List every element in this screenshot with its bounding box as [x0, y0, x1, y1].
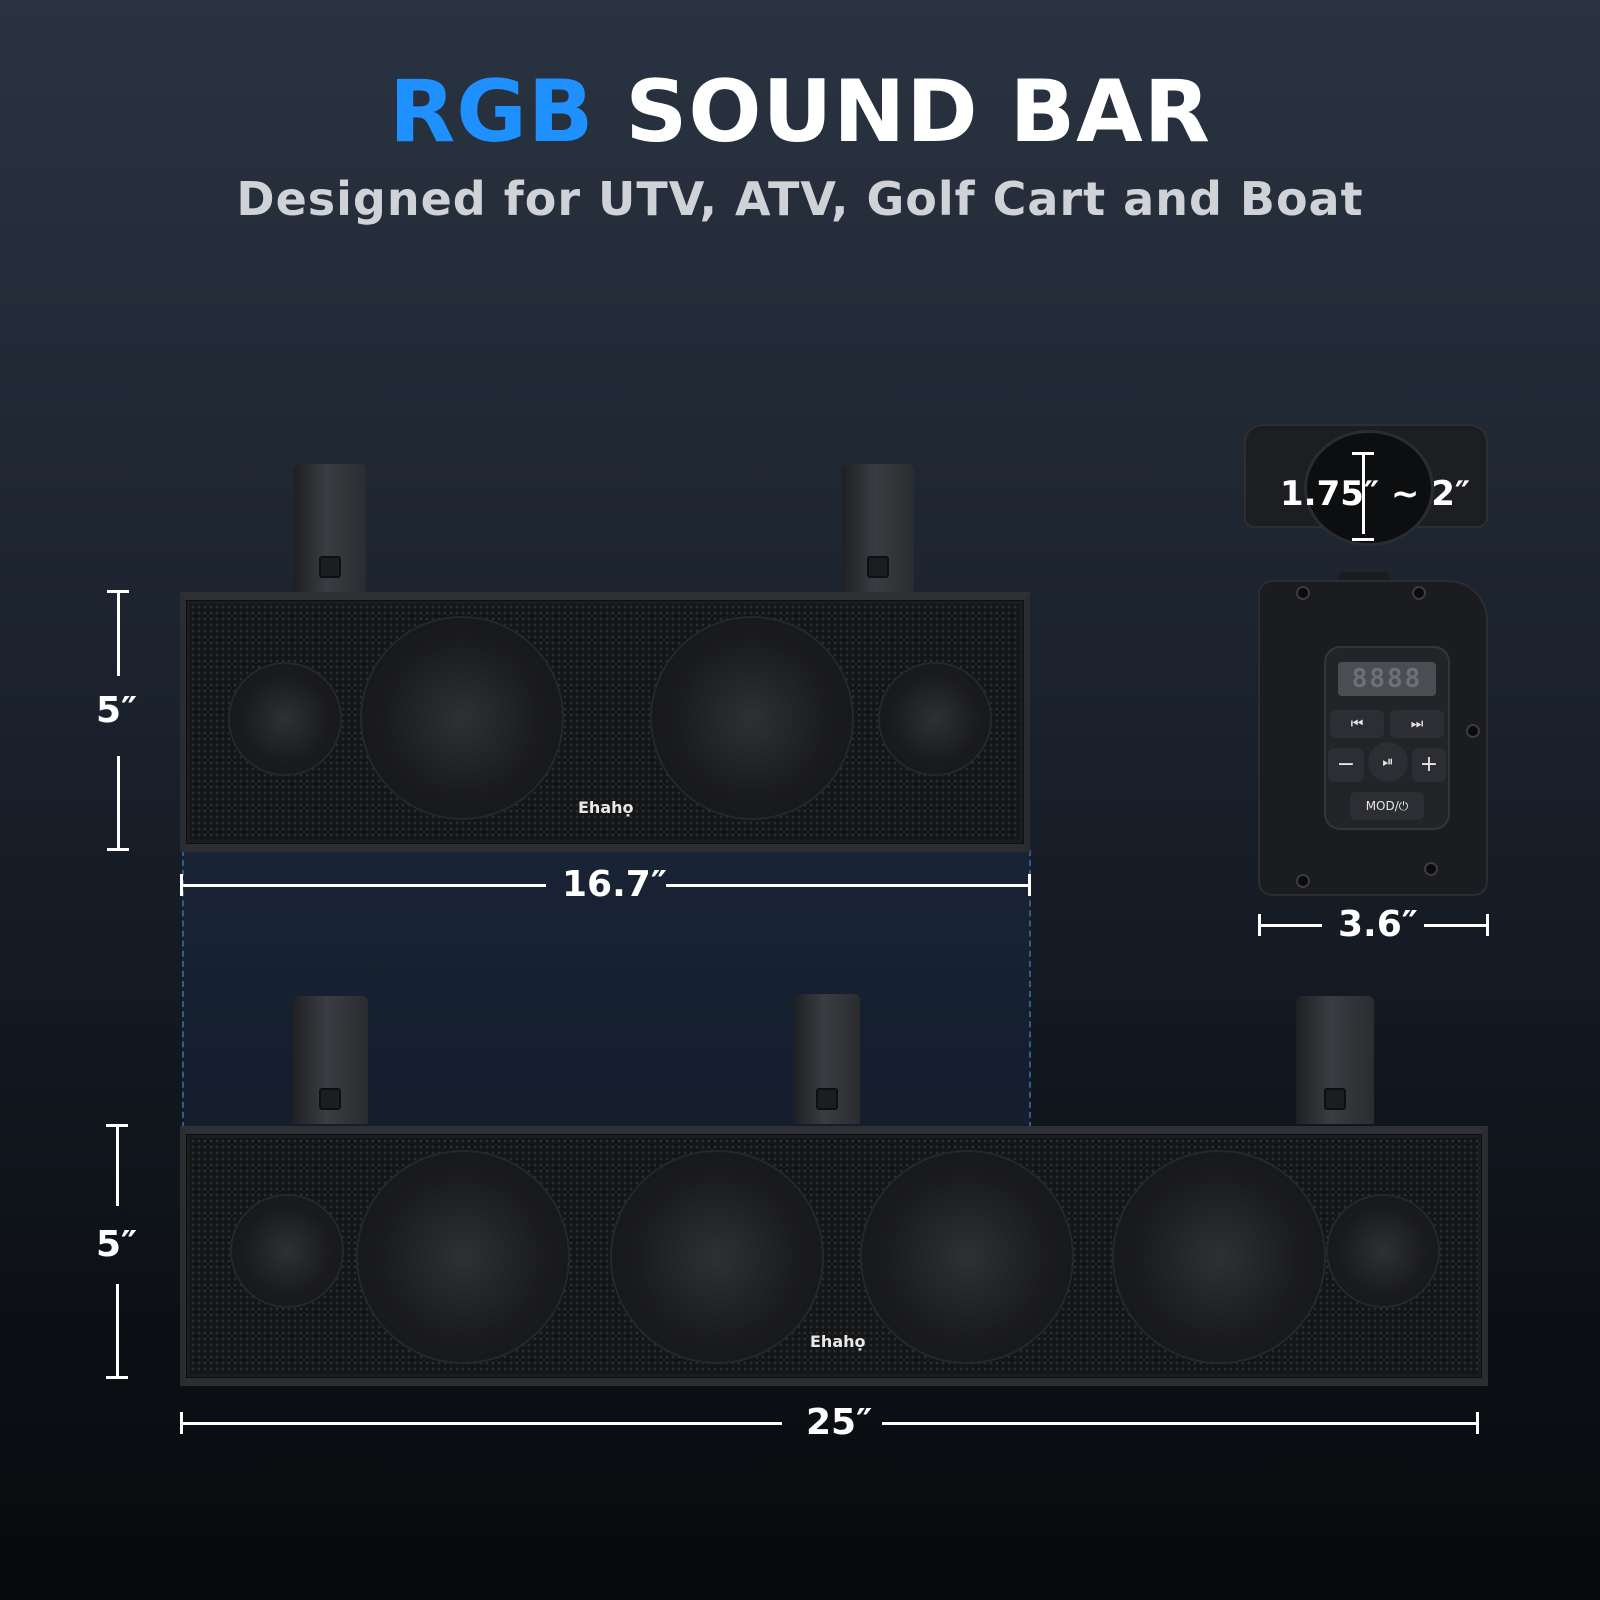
- remote-width-label: 3.6″: [1338, 904, 1418, 945]
- play-pause-button[interactable]: ⏯: [1368, 742, 1408, 782]
- speaker-grille: Ehahọ: [190, 604, 1020, 840]
- woofer: [610, 1150, 824, 1364]
- mount-clamp: [794, 994, 860, 1124]
- remote-clamp: [1244, 424, 1488, 546]
- dim-line: [182, 884, 546, 887]
- dim-line: [182, 1422, 782, 1425]
- dim-line: [666, 884, 1028, 887]
- dim-cap: [106, 1376, 128, 1379]
- mount-clamp: [294, 464, 366, 592]
- tweeter: [1326, 1194, 1440, 1308]
- woofer: [1112, 1150, 1326, 1364]
- tweeter: [230, 1194, 344, 1308]
- dim-cap: [1352, 538, 1374, 541]
- mount-clamp: [292, 996, 368, 1124]
- dim-line: [117, 756, 120, 848]
- dim-cap: [1258, 914, 1261, 936]
- small-sound-bar: Ehahọ: [180, 592, 1030, 852]
- volume-down-button[interactable]: −: [1328, 748, 1364, 782]
- woofer: [650, 616, 854, 820]
- mode-power-button[interactable]: MOD/⏻: [1350, 792, 1424, 820]
- large-bar-width-label: 25″: [806, 1402, 873, 1443]
- clamp-size-label: 1.75″ ~ 2″: [1280, 474, 1471, 514]
- large-sound-bar: Ehahọ: [180, 1126, 1488, 1386]
- tweeter: [228, 662, 342, 776]
- woofer: [360, 616, 564, 820]
- dim-line: [1424, 924, 1486, 927]
- page-subtitle: Designed for UTV, ATV, Golf Cart and Boa…: [236, 172, 1364, 226]
- dim-line: [116, 1284, 119, 1376]
- next-button[interactable]: ⏭: [1390, 710, 1444, 738]
- mount-clamp: [842, 464, 914, 592]
- clamp-ring: [1304, 430, 1434, 546]
- tweeter: [878, 662, 992, 776]
- volume-up-button[interactable]: +: [1412, 748, 1446, 782]
- dim-line: [1362, 454, 1365, 534]
- dim-cap: [180, 1412, 183, 1434]
- page-title: RGB SOUND BAR: [0, 62, 1600, 162]
- small-bar-width-label: 16.7″: [562, 864, 667, 905]
- prev-button[interactable]: ⏮: [1330, 710, 1384, 738]
- woofer: [356, 1150, 570, 1364]
- guide-line-left: [182, 850, 184, 1128]
- remote-keypad: 8888 ⏮ ⏭ − ⏯ + MOD/⏻: [1324, 646, 1450, 830]
- dim-cap: [1028, 874, 1031, 896]
- woofer: [860, 1150, 1074, 1364]
- guide-line-right: [1029, 850, 1031, 1128]
- brand-logo: Ehahọ: [578, 798, 634, 817]
- mount-clamp: [1296, 996, 1374, 1124]
- small-bar-height-label: 5″: [96, 690, 138, 731]
- remote-body: 8888 ⏮ ⏭ − ⏯ + MOD/⏻: [1258, 580, 1488, 896]
- dim-cap: [1476, 1412, 1479, 1434]
- dim-line: [1260, 924, 1322, 927]
- dim-cap: [1352, 452, 1374, 455]
- dim-line: [117, 592, 120, 676]
- dim-cap: [106, 1124, 128, 1127]
- title-main: SOUND BAR: [625, 62, 1211, 162]
- dim-cap: [107, 590, 129, 593]
- dim-cap: [1486, 914, 1489, 936]
- brand-logo: Ehahọ: [810, 1332, 866, 1351]
- dim-line: [882, 1422, 1476, 1425]
- dim-cap: [107, 848, 129, 851]
- lcd-display: 8888: [1338, 662, 1436, 696]
- title-accent: RGB: [389, 62, 595, 162]
- speaker-grille: Ehahọ: [190, 1138, 1478, 1374]
- large-bar-height-label: 5″: [96, 1224, 138, 1265]
- dim-line: [116, 1126, 119, 1206]
- dim-cap: [180, 874, 183, 896]
